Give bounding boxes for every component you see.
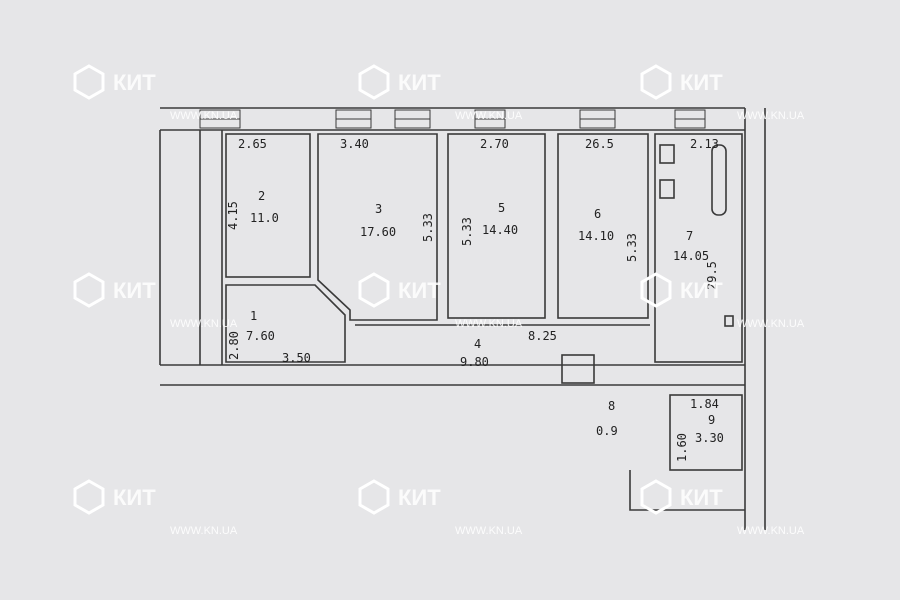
kit-logo-icon [358, 64, 390, 100]
width-label: 2.13 [690, 137, 719, 151]
watermark-brand: КИТ [398, 485, 441, 510]
room-area: 9.80 [460, 355, 489, 369]
room-area: 14.40 [482, 223, 518, 237]
watermark: КИТ WWW.KN.UA [358, 64, 523, 122]
kit-logo-icon [73, 272, 105, 308]
watermark-url: WWW.KN.UA [170, 318, 238, 330]
width-label: 2.65 [238, 137, 267, 151]
kit-logo-icon [358, 272, 390, 308]
room-number: 7 [686, 229, 693, 243]
room-area: 14.10 [578, 229, 614, 243]
room-number: 5 [498, 201, 505, 215]
watermark-url: WWW.KN.UA [737, 318, 805, 330]
watermark: КИТ WWW.KN.UA [358, 272, 523, 330]
watermark-brand: КИТ [398, 70, 441, 95]
watermark-brand: КИТ [113, 70, 156, 95]
watermark: КИТ WWW.KN.UA [73, 272, 238, 330]
watermark-brand: КИТ [680, 485, 723, 510]
room-dim: 29.5 [705, 261, 719, 290]
watermark: КИТ WWW.KN.UA [73, 479, 238, 537]
width-label: 26.5 [585, 137, 614, 151]
room-area: 14.05 [673, 249, 709, 263]
room-number: 4 [474, 337, 481, 351]
room-number: 6 [594, 207, 601, 221]
room-number: 1 [250, 309, 257, 323]
watermark-brand: КИТ [398, 278, 441, 303]
watermark-brand: КИТ [680, 70, 723, 95]
width-label: 2.70 [480, 137, 509, 151]
room-dim: 5.33 [625, 233, 639, 262]
watermark-url: WWW.KN.UA [170, 110, 238, 122]
watermark: КИТ WWW.KN.UA [358, 479, 523, 537]
watermarks: КИТ WWW.KN.UA КИТ WWW.KN.UA КИТ WWW.KN.UA КИТ W… [73, 64, 805, 537]
watermark-brand: КИТ [113, 278, 156, 303]
watermark: КИТ WWW.KN.UA [640, 272, 805, 330]
room-area: 17.60 [360, 225, 396, 239]
watermark-url: WWW.KN.UA [170, 525, 238, 537]
watermark-url: WWW.KN.UA [455, 318, 523, 330]
kit-logo-icon [640, 272, 672, 308]
room-dim: 4.15 [226, 201, 240, 230]
room-dim: 1.60 [675, 433, 689, 462]
width-label: 3.40 [340, 137, 369, 151]
watermark: КИТ WWW.KN.UA [640, 479, 805, 537]
room-area: 0.9 [596, 424, 618, 438]
watermark-url: WWW.KN.UA [455, 110, 523, 122]
room-dim: 3.50 [282, 351, 311, 365]
dimension-labels: 2.65 3.40 2.70 26.5 2.13 [238, 137, 719, 151]
room-area: 11.0 [250, 211, 279, 225]
kit-logo-icon [73, 64, 105, 100]
kit-logo-icon [73, 479, 105, 515]
room-number: 9 [708, 413, 715, 427]
watermark-url: WWW.KN.UA [737, 525, 805, 537]
room-number: 2 [258, 189, 265, 203]
room-number: 8 [608, 399, 615, 413]
room-labels: 1 7.60 2.80 3.50 2 11.0 4.15 3 17.60 5.3… [226, 189, 724, 462]
watermark: КИТ WWW.KN.UA [640, 64, 805, 122]
watermark: КИТ WWW.KN.UA [73, 64, 238, 122]
room-dim: 5.33 [421, 213, 435, 242]
room-dim: 5.33 [460, 217, 474, 246]
watermark-url: WWW.KN.UA [737, 110, 805, 122]
watermark-brand: КИТ [113, 485, 156, 510]
room-area: 3.30 [695, 431, 724, 445]
kit-logo-icon [640, 479, 672, 515]
kit-logo-icon [640, 64, 672, 100]
kit-logo-icon [358, 479, 390, 515]
watermark-url: WWW.KN.UA [455, 525, 523, 537]
room-area: 7.60 [246, 329, 275, 343]
room-number: 3 [375, 202, 382, 216]
room-dim: 2.80 [227, 331, 241, 360]
room-dim: 8.25 [528, 329, 557, 343]
walls [159, 107, 766, 530]
room-dim: 1.84 [690, 397, 719, 411]
watermark-brand: КИТ [680, 278, 723, 303]
